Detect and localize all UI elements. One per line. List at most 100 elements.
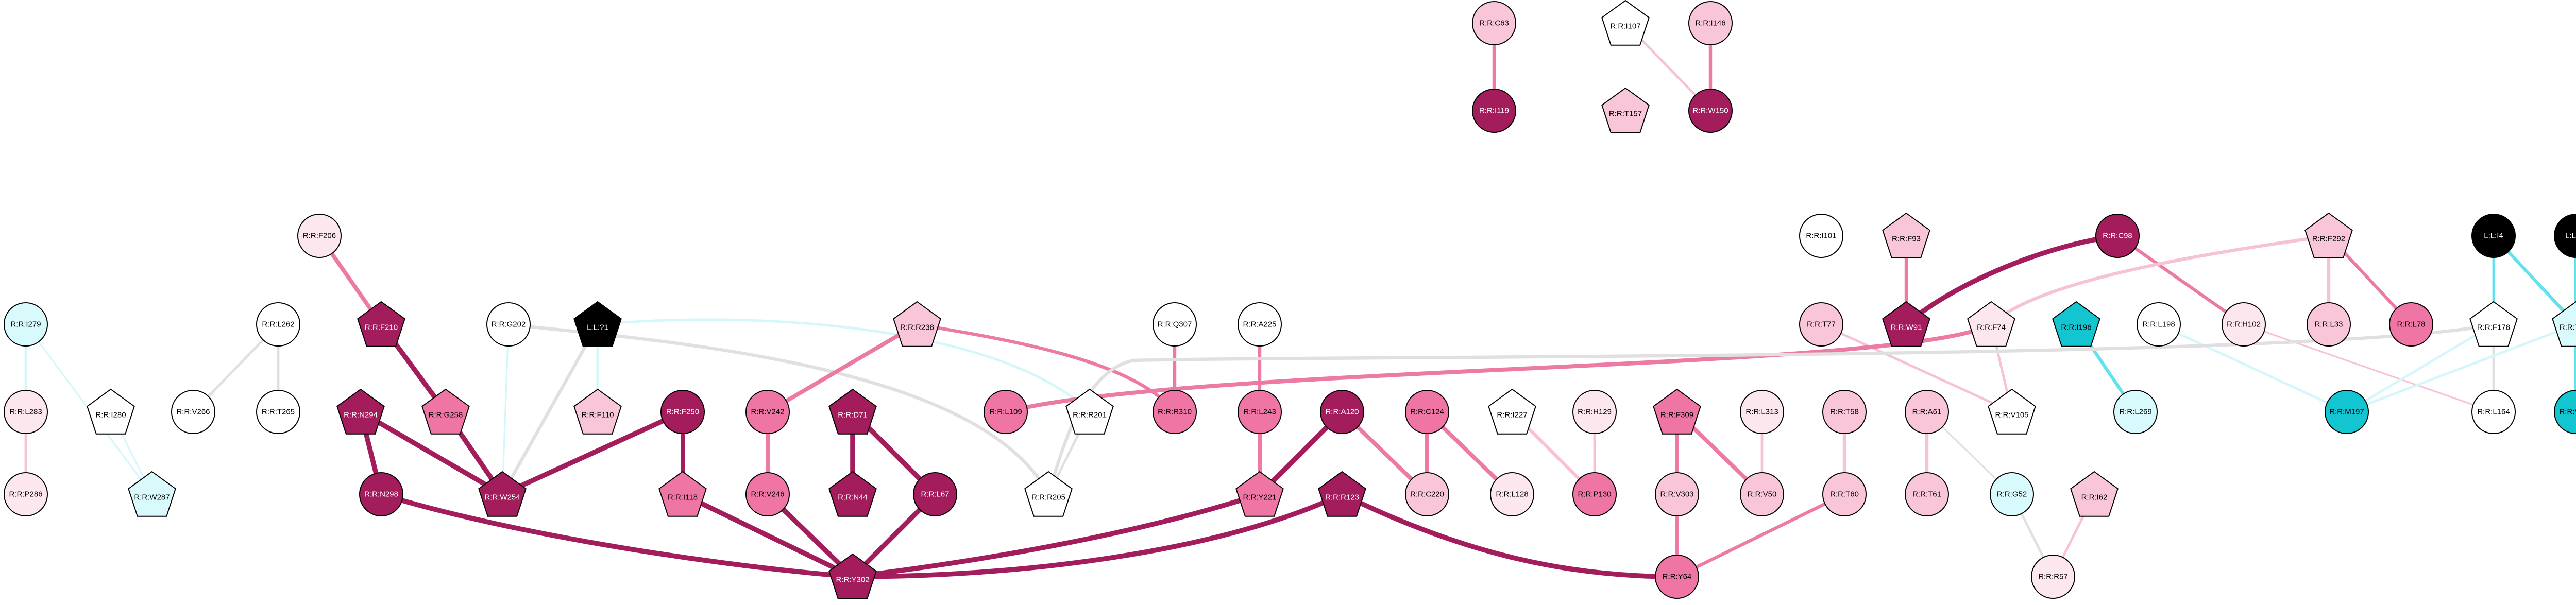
pentagon-node-shape — [2304, 212, 2353, 258]
node-l128: R:R:L128 — [1490, 472, 1534, 516]
circle-node-shape — [256, 302, 300, 347]
pentagon-node-shape — [2552, 301, 2576, 347]
node-label: R:R:L33 — [2314, 320, 2343, 329]
circle-node-shape — [2554, 390, 2576, 434]
pentagon-node-shape — [1235, 471, 1284, 517]
node-label: R:R:A120 — [1325, 408, 1359, 417]
node-l33: R:R:L33 — [2307, 302, 2351, 347]
node-label: R:R:L243 — [1243, 408, 1276, 417]
node-t157: R:R:T157 — [1601, 87, 1650, 133]
node-label: R:R:R123 — [1325, 493, 1359, 502]
pentagon-node-shape — [2052, 301, 2100, 347]
circle-node-shape — [1238, 302, 1282, 347]
node-label: R:R:F292 — [2312, 235, 2345, 244]
node-i101: R:R:I101 — [1799, 214, 1843, 258]
node-label: R:R:T61 — [1912, 490, 1941, 499]
pentagon-node-shape — [893, 301, 941, 347]
node-label: R:R:F309 — [1660, 411, 1693, 420]
node-label: R:R:N298 — [364, 490, 398, 499]
node-li4: L:L:I4 — [2471, 214, 2516, 258]
node-label: R:R:I119 — [1479, 107, 1509, 115]
node-label: R:R:L262 — [262, 320, 294, 329]
node-i146: R:R:I146 — [1688, 1, 1733, 45]
node-label: R:R:V303 — [1660, 490, 1693, 499]
edge-f178-m197 — [2345, 323, 2495, 413]
circle-node-shape — [2095, 214, 2140, 258]
node-f74: R:R:F74 — [1967, 301, 2015, 347]
node-g52: R:R:G52 — [1990, 472, 2034, 516]
circle-node-shape — [2389, 302, 2433, 347]
edge-f250-w254 — [500, 409, 685, 497]
node-label: R:R:C63 — [1479, 19, 1509, 28]
edge-l71-w254 — [500, 322, 600, 496]
pentagon-node-shape — [1882, 212, 1930, 258]
node-label: R:R:T77 — [1807, 320, 1836, 329]
node-label: R:R:F74 — [1977, 323, 2006, 332]
node-label: L:L:I4 — [2484, 232, 2503, 240]
node-l78: R:R:L78 — [2389, 302, 2433, 347]
node-label: R:R:H102 — [2227, 320, 2261, 329]
node-w254: R:R:W254 — [478, 471, 527, 517]
edge-t60-y64 — [1675, 492, 1846, 579]
node-r201: R:R:R201 — [1065, 388, 1114, 435]
circle-node-shape — [2325, 390, 2369, 434]
circle-node-shape — [297, 214, 342, 258]
node-label: L:L:?1 — [587, 323, 608, 332]
circle-node-shape — [1740, 472, 1784, 516]
node-label: R:R:R205 — [1031, 493, 1065, 502]
node-label: R:R:W91 — [1891, 323, 1922, 332]
node-f93: R:R:F93 — [1882, 212, 1930, 258]
node-v242: R:R:V242 — [745, 390, 790, 434]
node-label: R:R:L313 — [1745, 408, 1778, 417]
pentagon-node-shape — [2070, 471, 2119, 517]
node-l269: R:R:L269 — [2113, 390, 2158, 434]
node-i227: R:R:I227 — [1488, 388, 1536, 435]
pentagon-node-shape — [421, 388, 470, 435]
circle-node-shape — [1405, 472, 1449, 516]
node-h102: R:R:H102 — [2222, 302, 2266, 347]
node-d71: R:R:D71 — [828, 388, 877, 435]
circle-node-shape — [4, 472, 48, 516]
circle-node-shape — [745, 472, 790, 516]
node-y302: R:R:Y302 — [828, 553, 877, 599]
pentagon-node-shape — [357, 301, 405, 347]
pentagon-node-shape — [828, 471, 877, 517]
circle-node-shape — [660, 390, 705, 434]
circle-node-shape — [1490, 472, 1534, 516]
node-f210: R:R:F210 — [357, 301, 405, 347]
node-f309: R:R:F309 — [1653, 388, 1701, 435]
circle-node-shape — [1472, 89, 1516, 133]
node-f178: R:R:F178 — [2469, 301, 2518, 347]
node-label: R:R:L283 — [9, 408, 42, 417]
node-label: R:R:V50 — [1748, 490, 1777, 499]
edge-n294-w254 — [358, 409, 505, 497]
circle-node-shape — [1238, 390, 1282, 434]
node-r123: R:R:R123 — [1318, 471, 1366, 517]
edge-r123-y64 — [1340, 492, 1680, 579]
circle-node-shape — [1799, 302, 1843, 347]
node-label: R:R:R57 — [2038, 573, 2068, 581]
circle-node-shape — [256, 390, 300, 434]
edge-layer — [24, 21, 2576, 579]
circle-node-shape — [1688, 1, 1733, 45]
node-y64: R:R:Y64 — [1655, 555, 1699, 599]
node-label: R:R:F93 — [1892, 235, 1921, 244]
circle-node-shape — [2471, 214, 2516, 258]
circle-node-shape — [171, 390, 215, 434]
node-v50: R:R:V50 — [1740, 472, 1784, 516]
circle-node-shape — [2471, 390, 2516, 434]
node-v167: R:R:V167 — [2554, 390, 2576, 434]
circle-node-shape — [1153, 302, 1197, 347]
node-label: R:R:Y221 — [1243, 493, 1276, 502]
node-r205: R:R:R205 — [1024, 471, 1073, 517]
node-label: R:R:A61 — [1912, 408, 1942, 417]
node-label: R:R:L67 — [921, 490, 949, 499]
node-label: R:R:I62 — [2081, 493, 2108, 502]
node-t60: R:R:T60 — [1822, 472, 1867, 516]
node-label: R:R:Y64 — [1663, 573, 1692, 581]
pentagon-node-shape — [128, 471, 176, 517]
node-label: R:R:F210 — [365, 323, 398, 332]
node-label: R:R:R201 — [1073, 411, 1107, 420]
node-i279: R:R:I279 — [4, 302, 48, 347]
node-label: R:R:Y302 — [836, 576, 869, 584]
